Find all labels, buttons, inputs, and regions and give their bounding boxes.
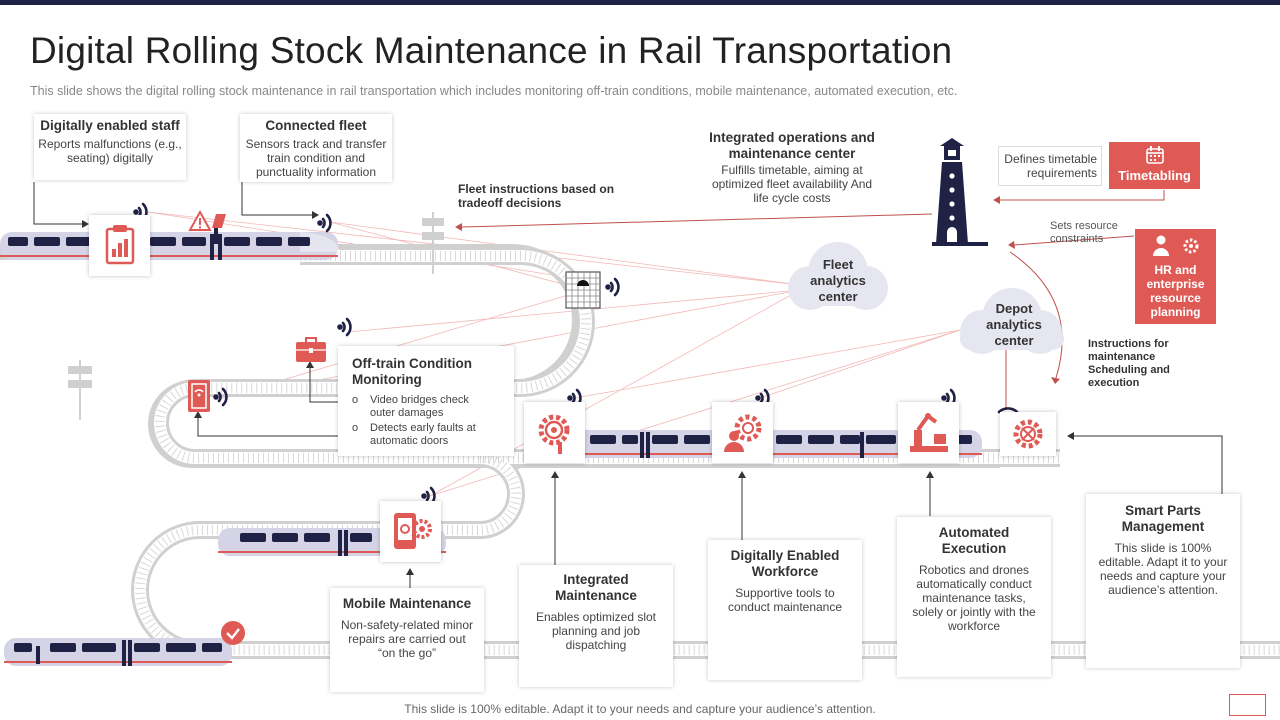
warning-icon xyxy=(188,209,212,231)
gear-head-icon-box xyxy=(524,402,585,463)
card-title: Automated Execution xyxy=(938,525,1010,556)
lighthouse-icon xyxy=(932,138,988,246)
robot-arm-icon-box xyxy=(898,402,959,463)
cloud-fleet-analytics-label: Fleet analytics center xyxy=(810,257,866,304)
signal-post-left xyxy=(68,360,92,420)
card-title: Off-train Condition Monitoring xyxy=(352,356,472,387)
phone-gear-icon-box xyxy=(380,501,441,562)
card-title: Smart Parts Management xyxy=(1121,503,1205,534)
page-title: Digital Rolling Stock Maintenance in Rai… xyxy=(30,30,953,71)
toolbox-icon xyxy=(296,337,326,362)
connector-arrows xyxy=(82,211,1074,575)
note-fleet-instructions: Fleet instructions based on tradeoff dec… xyxy=(458,182,615,210)
integrated-ops-title: Integrated operations and maintenance ce… xyxy=(709,130,875,161)
card-body: Reports malfunctions (e.g., seating) dig… xyxy=(38,137,182,165)
phone-gear-icon xyxy=(394,513,432,549)
footer-note: This slide is 100% editable. Adapt it to… xyxy=(404,702,876,716)
card-connected-fleet: Connected fleet Sensors track and transf… xyxy=(240,114,392,182)
signal-icon xyxy=(133,202,956,506)
card-body: This slide is 100% editable. Adapt it to… xyxy=(1098,541,1228,597)
train-bottom xyxy=(4,638,232,666)
page-subtitle: This slide shows the digital rolling sto… xyxy=(30,84,958,98)
robot-arm-icon xyxy=(910,413,948,452)
gear-icon-box xyxy=(1000,412,1056,456)
card-body: Robotics and drones automatically conduc… xyxy=(912,563,1036,633)
cloud-fleet-analytics xyxy=(788,242,888,310)
person-gear-icon-box xyxy=(712,402,773,463)
card-digitally-enabled-staff: Digitally enabled staff Reports malfunct… xyxy=(34,114,186,180)
cloud-depot-analytics xyxy=(960,288,1064,354)
hr-label: HR and enterprise resource planning xyxy=(1146,263,1205,319)
top-bar xyxy=(0,0,1280,5)
bullet-marker: o xyxy=(352,394,359,406)
card-body: Enables optimized slot planning and job … xyxy=(535,610,657,652)
signal-post-top xyxy=(422,212,444,274)
flag-icon xyxy=(212,214,226,244)
note-defines-timetable: Defines timetable requirements xyxy=(998,146,1102,186)
bullet-row: o Video bridges check outer damages xyxy=(352,394,500,420)
card-title: Integrated Maintenance xyxy=(555,572,637,603)
people-icon xyxy=(1153,235,1199,256)
red-arrowheads xyxy=(455,196,1060,384)
bullet-text: Video bridges check outer damages xyxy=(370,394,469,419)
gear-head-icon xyxy=(538,414,570,454)
clipboard-chart-icon xyxy=(105,225,135,265)
connector-lines xyxy=(33,182,1223,588)
bullet-text: Detects early faults at automatic doors xyxy=(370,422,476,447)
card-body: Sensors track and transfer train conditi… xyxy=(245,137,387,179)
note-sets-resource: Sets resource constraints xyxy=(1050,220,1118,245)
card-title: Connected fleet xyxy=(265,118,367,133)
card-automated-execution: Automated Execution Robotics and drones … xyxy=(897,517,1051,677)
card-title: Digitally enabled staff xyxy=(40,118,180,133)
door-sensor-icon-box xyxy=(184,378,214,414)
timetabling-label: Timetabling xyxy=(1118,168,1191,183)
integrated-ops-block: Integrated operations and maintenance ce… xyxy=(704,130,880,205)
card-body: Supportive tools to conduct maintenance xyxy=(727,586,843,614)
card-digitally-enabled-workforce: Digitally Enabled Workforce Supportive t… xyxy=(708,540,862,680)
red-arrows xyxy=(461,190,1165,410)
cloud-depot-analytics-label: Depot analytics center xyxy=(986,301,1042,348)
tunnel-camera-icon xyxy=(565,271,601,309)
card-off-train-monitoring: Off-train Condition Monitoring o Video b… xyxy=(338,346,514,456)
train-top xyxy=(0,232,340,260)
hr-box: HR and enterprise resource planning xyxy=(1135,229,1216,324)
integrated-ops-body: Fulfills timetable, aiming at optimized … xyxy=(711,163,873,205)
track-ties xyxy=(135,251,1280,655)
door-sensor-icon xyxy=(188,380,210,412)
calendar-icon xyxy=(1146,146,1164,164)
timetabling-box: Timetabling xyxy=(1109,142,1200,189)
card-title: Digitally Enabled Workforce xyxy=(730,548,840,579)
card-title: Mobile Maintenance xyxy=(342,596,472,611)
bullet-marker: o xyxy=(352,422,359,434)
card-body: Non-safety-related minor repairs are car… xyxy=(340,618,474,660)
clipboard-chart-icon-box xyxy=(89,215,150,276)
person-gear-icon xyxy=(724,414,762,452)
note-instructions-maintenance: Instructions for maintenance Scheduling … xyxy=(1088,338,1170,389)
bullet-row: o Detects early faults at automatic door… xyxy=(352,422,500,448)
gear-icon xyxy=(1013,419,1043,449)
card-smart-parts-management: Smart Parts Management This slide is 100… xyxy=(1086,494,1240,668)
card-mobile-maintenance: Mobile Maintenance Non-safety-related mi… xyxy=(330,588,484,692)
checkmark-icon xyxy=(221,621,245,645)
page-number-box xyxy=(1229,694,1266,716)
card-integrated-maintenance: Integrated Maintenance Enables optimized… xyxy=(519,565,673,687)
